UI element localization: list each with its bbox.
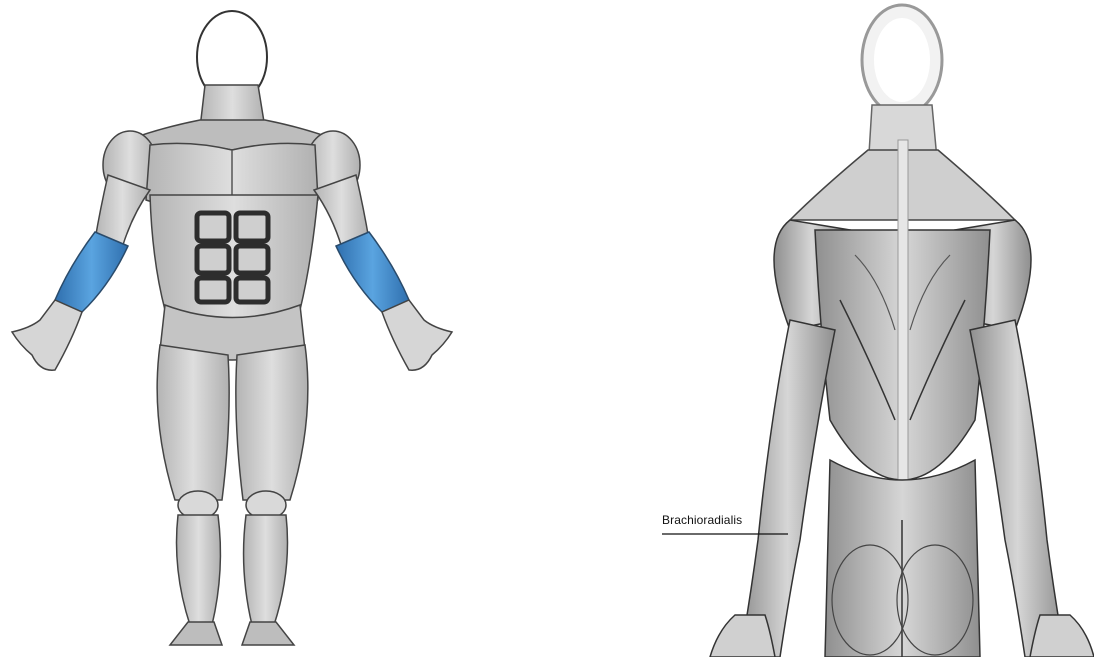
right-lower-leg [244, 515, 288, 625]
left-thigh [157, 345, 229, 500]
right-foot [242, 622, 294, 645]
left-forearm-highlight [55, 232, 128, 312]
right-forearm-highlight [336, 232, 409, 312]
left-hand-back [710, 615, 775, 657]
right-hand-back [1030, 615, 1094, 657]
front-anatomy-figure [0, 0, 470, 657]
right-thigh [236, 345, 308, 500]
right-arm-back [970, 320, 1065, 657]
left-hand [12, 300, 82, 370]
back-anatomy-figure [640, 0, 1094, 657]
left-arm-back [740, 320, 835, 657]
left-foot [170, 622, 222, 645]
left-lower-leg [177, 515, 221, 625]
right-hand [382, 300, 452, 370]
brachioradialis-label: Brachioradialis [662, 513, 742, 527]
